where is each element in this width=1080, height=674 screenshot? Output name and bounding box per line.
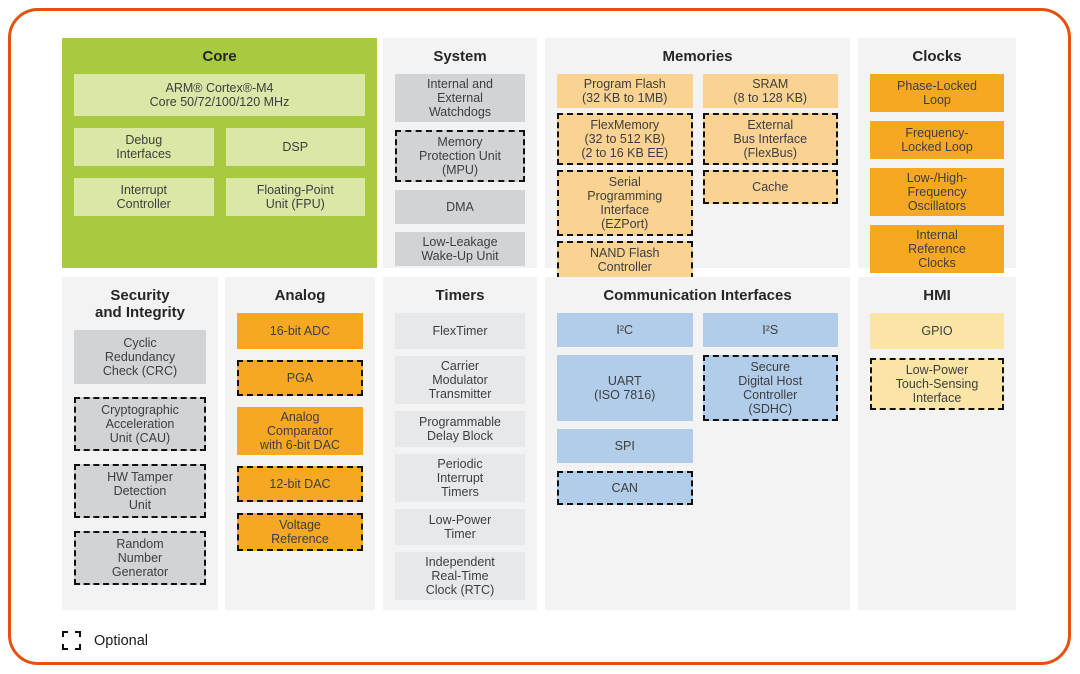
block-analog-0: 16-bit ADC (237, 313, 363, 349)
section-clocks-title: Clocks (912, 48, 962, 65)
block-clocks-3: Internal Reference Clocks (870, 225, 1004, 273)
block-analog-2: Analog Comparator with 6-bit DAC (237, 407, 363, 455)
section-system-title: System (433, 48, 487, 65)
block-analog-1: PGA (237, 360, 363, 396)
block-core-0: ARM® Cortex®-M4 Core 50/72/100/120 MHz (74, 74, 365, 116)
block-security-1: Cryptographic Acceleration Unit (CAU) (74, 397, 206, 451)
block-core-1: Debug Interfaces (74, 128, 214, 166)
block-comm-2: UART (ISO 7816) (557, 355, 693, 421)
block-memories-0: Program Flash (32 KB to 1MB) (557, 74, 693, 108)
block-timers-4: Low-Power Timer (395, 509, 525, 545)
section-timers-title: Timers (435, 287, 485, 304)
legend-label: Optional (94, 632, 149, 649)
block-analog-4: Voltage Reference (237, 513, 363, 551)
section-security-blocks: Cyclic Redundancy Check (CRC) Cryptograph… (74, 330, 206, 585)
block-timers-1: Carrier Modulator Transmitter (395, 356, 525, 404)
block-memories-3: External Bus Interface (FlexBus) (702, 113, 838, 165)
block-analog-3: 12-bit DAC (237, 466, 363, 502)
block-timers-2: Programmable Delay Block (395, 411, 525, 447)
section-communication-interfaces: Communication Interfaces I²C I²S UART (ISO… (545, 277, 850, 610)
section-core: Core ARM® Cortex®-M4 Core 50/72/100/120 … (62, 38, 377, 268)
block-system-3: Low-Leakage Wake-Up Unit (395, 232, 525, 266)
block-comm-5: CAN (557, 471, 693, 505)
block-comm-4: SPI (557, 429, 693, 463)
section-memories-title: Memories (662, 48, 733, 65)
block-memories-5: Cache (702, 170, 838, 204)
block-clocks-1: Frequency- Locked Loop (870, 121, 1004, 159)
section-security: Security and Integrity Cyclic Redundancy… (62, 277, 218, 610)
block-memories-6: NAND Flash Controller (557, 241, 693, 279)
block-memories-4: Serial Programming Interface (EZPort) (557, 170, 693, 236)
section-hmi-title: HMI (923, 287, 951, 304)
block-memories-1: SRAM (8 to 128 KB) (702, 74, 838, 108)
block-timers-3: Periodic Interrupt Timers (395, 454, 525, 502)
block-timers-5: Independent Real-Time Clock (RTC) (395, 552, 525, 600)
block-memories-2: FlexMemory (32 to 512 KB) (2 to 16 KB EE… (557, 113, 693, 165)
section-security-title: Security and Integrity (94, 287, 185, 321)
block-comm-0: I²C (557, 313, 693, 347)
block-hmi-0: GPIO (870, 313, 1004, 349)
block-security-3: Random Number Generator (74, 531, 206, 585)
optional-dashed-swatch-icon (62, 631, 81, 650)
block-system-0: Internal and External Watchdogs (395, 74, 525, 122)
block-security-2: HW Tamper Detection Unit (74, 464, 206, 518)
section-comm-title: Communication Interfaces (603, 287, 792, 304)
block-comm-1: I²S (702, 313, 838, 347)
section-memories: Memories Program Flash (32 KB to 1MB) SRA… (545, 38, 850, 279)
block-core-4: Floating-Point Unit (FPU) (225, 178, 365, 216)
block-system-1: Memory Protection Unit (MPU) (395, 130, 525, 182)
block-clocks-0: Phase-Locked Loop (870, 74, 1004, 112)
section-analog: Analog 16-bit ADC PGA Analog Comparator wi… (225, 277, 375, 610)
block-hmi-1: Low-Power Touch-Sensing Interface (870, 358, 1004, 410)
section-hmi-blocks: GPIO Low-Power Touch-Sensing Interface (870, 313, 1004, 410)
block-timers-0: FlexTimer (395, 313, 525, 349)
legend-optional: Optional (62, 631, 148, 650)
block-core-3: Interrupt Controller (74, 178, 214, 216)
section-hmi: HMI GPIO Low-Power Touch-Sensing Interfac… (858, 277, 1016, 610)
section-analog-title: Analog (274, 287, 326, 304)
block-comm-3: Secure Digital Host Controller (SDHC) (702, 355, 838, 421)
block-core-2: DSP (225, 128, 365, 166)
section-memories-blocks: Program Flash (32 KB to 1MB) SRAM (8 to 1… (557, 74, 838, 279)
section-comm-blocks: I²C I²S UART (ISO 7816)Secure Digital Host… (557, 313, 838, 505)
section-core-title: Core (202, 48, 237, 65)
section-analog-blocks: 16-bit ADC PGA Analog Comparator with 6-bi… (237, 313, 363, 551)
block-clocks-2: Low-/High- Frequency Oscillators (870, 168, 1004, 216)
block-system-2: DMA (395, 190, 525, 224)
block-security-0: Cyclic Redundancy Check (CRC) (74, 330, 206, 384)
